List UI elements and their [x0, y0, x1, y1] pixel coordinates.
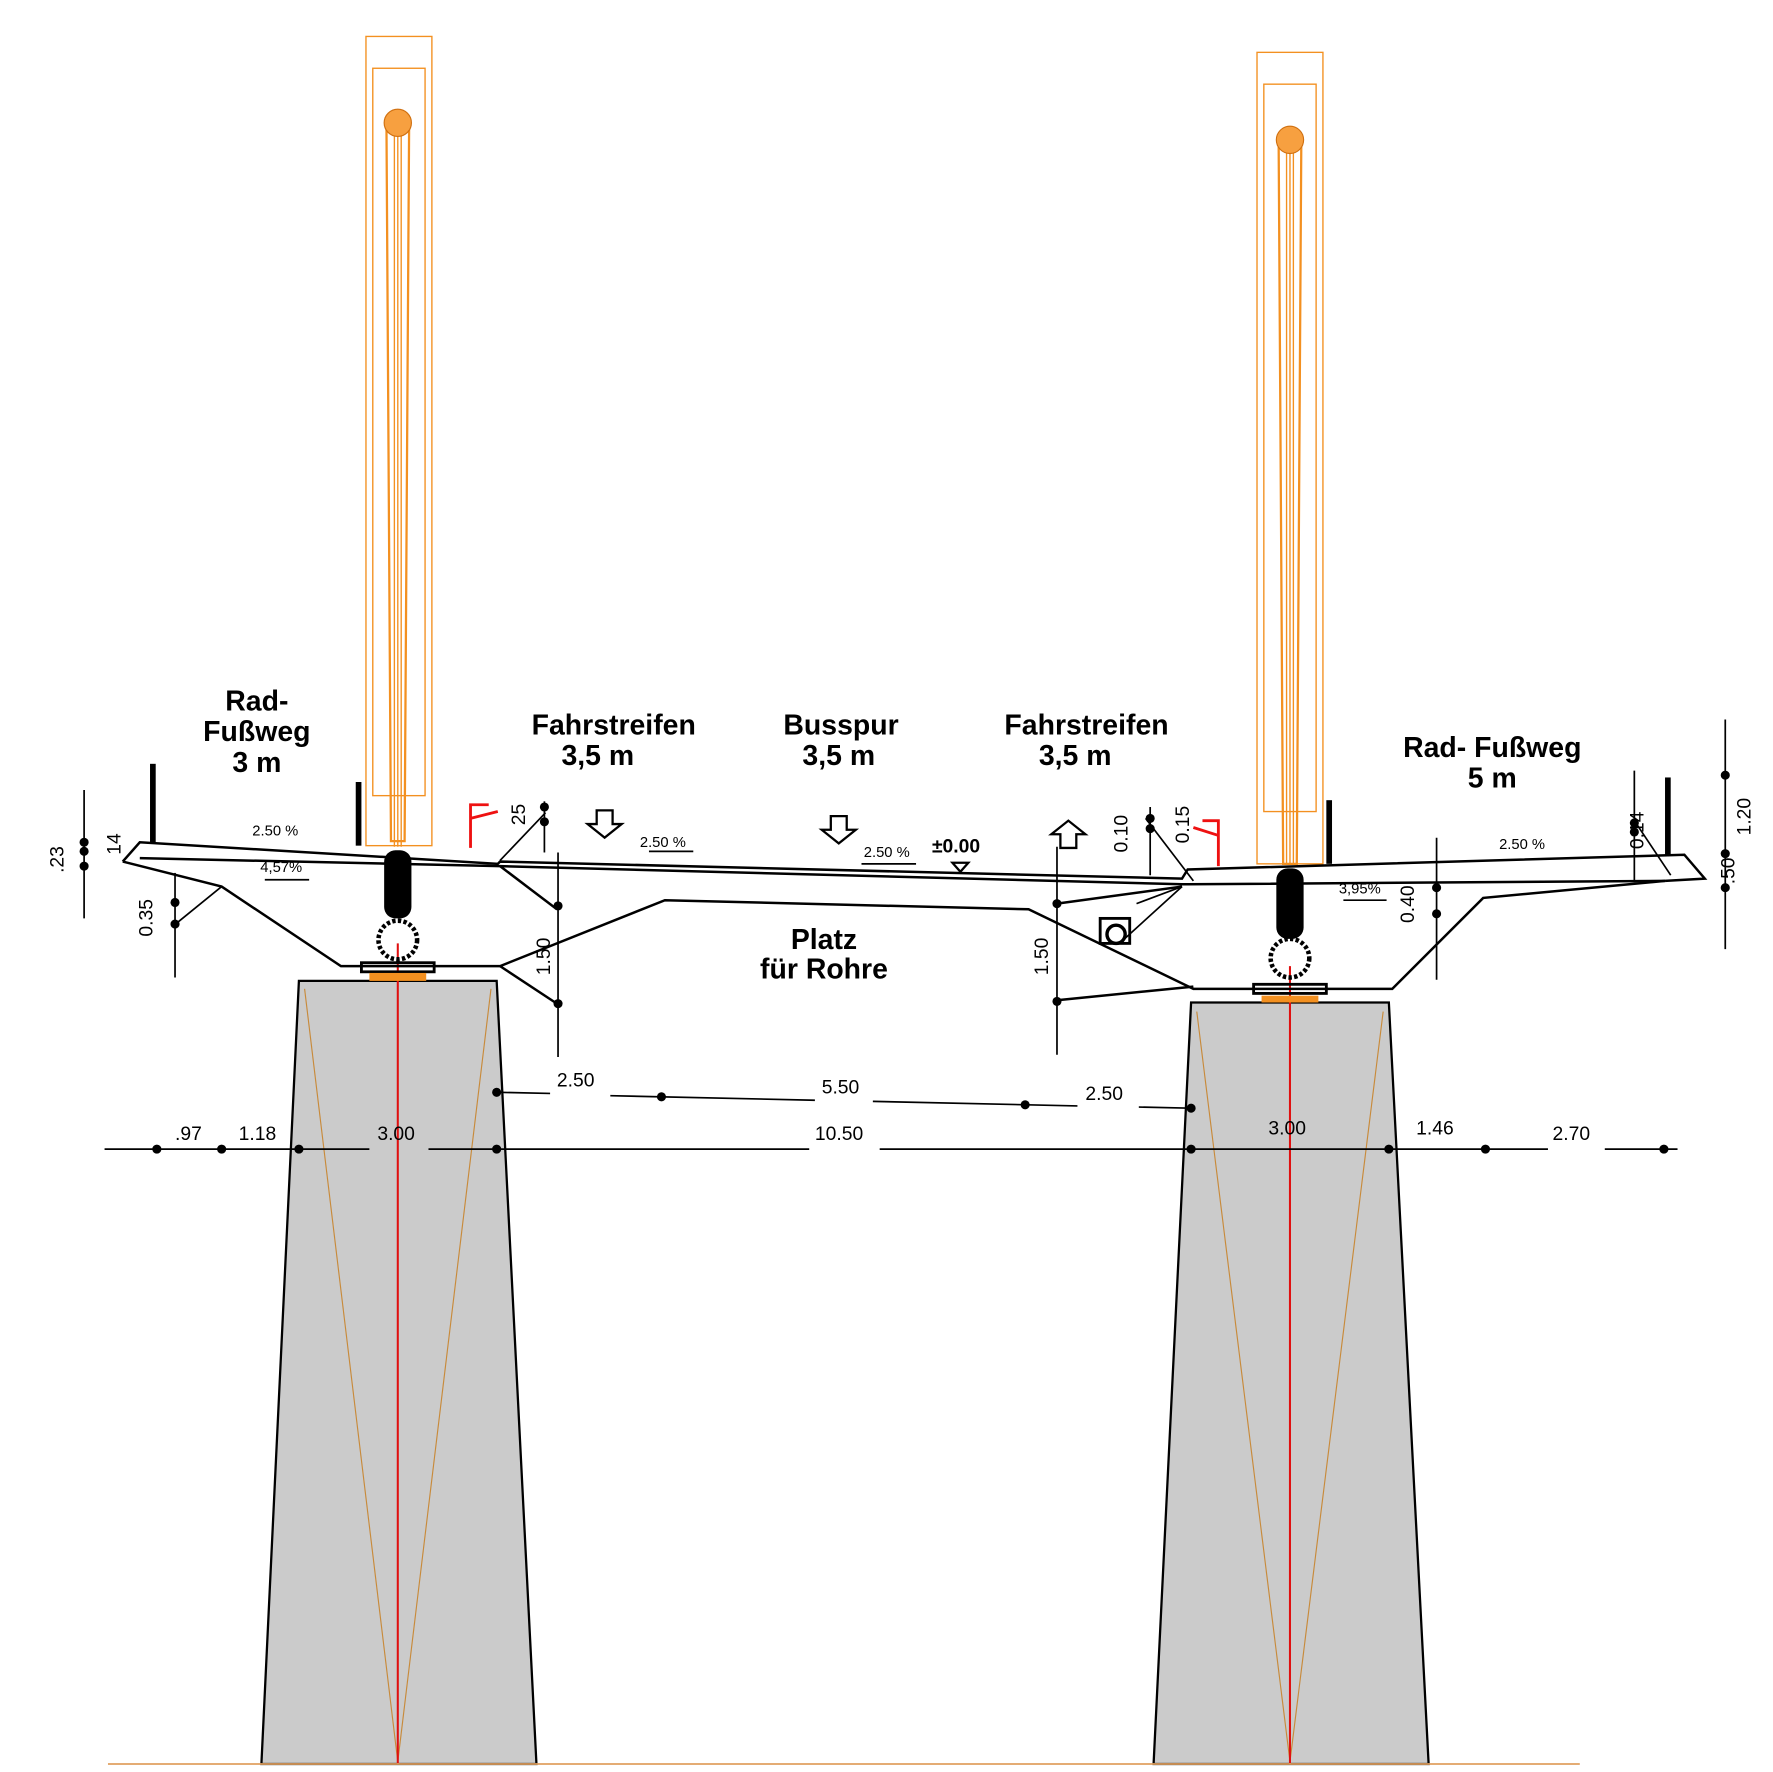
left-anchorage — [359, 850, 436, 981]
horizontal-dimensions-lower: .97 1.18 3.00 10.50 3.00 1.46 2.70 — [104, 1118, 1678, 1154]
svg-text:.23: .23 — [48, 846, 69, 873]
svg-text:0.14: 0.14 — [1627, 811, 1648, 849]
deck-outline — [121, 812, 1708, 1005]
slope-annotations: 2.50 % 4,57% 2.50 % 2.50 % 2.50 % 3,95% — [252, 823, 1545, 902]
arrow-up-icon — [1048, 819, 1089, 850]
svg-text:2.50 %: 2.50 % — [252, 823, 298, 839]
svg-text:2.50: 2.50 — [1085, 1084, 1123, 1105]
svg-text:14: 14 — [104, 833, 125, 855]
svg-text:0.40: 0.40 — [1398, 885, 1419, 923]
horizontal-dimensions-upper: 2.50 5.50 2.50 — [492, 1071, 1196, 1113]
arrow-down-icon — [584, 809, 625, 840]
right-pier — [1152, 966, 1430, 1766]
svg-text:5.50: 5.50 — [822, 1077, 860, 1098]
svg-text:1.20: 1.20 — [1734, 798, 1755, 836]
svg-text:4,57%: 4,57% — [260, 860, 302, 876]
svg-text:1.18: 1.18 — [239, 1124, 277, 1145]
svg-text:2.50 %: 2.50 % — [1499, 837, 1545, 853]
svg-text:2.50 %: 2.50 % — [640, 835, 686, 851]
svg-text:2.70: 2.70 — [1553, 1124, 1591, 1145]
svg-text:25: 25 — [509, 804, 530, 825]
level-marker: ±0.00 — [932, 836, 980, 857]
svg-text:1.50: 1.50 — [534, 938, 555, 976]
left-pier — [260, 943, 538, 1766]
svg-text:2.50: 2.50 — [557, 1071, 595, 1092]
svg-text:3.00: 3.00 — [1268, 1118, 1306, 1139]
arrow-down-icon — [818, 814, 860, 845]
railings — [150, 763, 1671, 946]
right-pylon — [1256, 51, 1324, 865]
svg-text:0.10: 0.10 — [1111, 815, 1132, 853]
svg-text:10.50: 10.50 — [815, 1124, 863, 1145]
vertical-dimensions: .23 14 0.35 25 1.50 1.50 0.10 0.15 0.14 … — [48, 719, 1755, 1058]
svg-text:0.35: 0.35 — [136, 899, 157, 937]
lane-direction-arrows — [584, 809, 1089, 874]
svg-text:.97: .97 — [175, 1124, 202, 1145]
svg-text:1.50: 1.50 — [1032, 938, 1053, 976]
svg-text:3.00: 3.00 — [377, 1124, 415, 1145]
svg-text:.50: .50 — [1718, 857, 1739, 884]
svg-text:1.46: 1.46 — [1416, 1118, 1454, 1139]
left-pylon — [365, 35, 433, 847]
svg-text:0.15: 0.15 — [1173, 806, 1194, 844]
svg-text:3,95%: 3,95% — [1339, 881, 1381, 897]
svg-text:2.50 %: 2.50 % — [864, 845, 910, 861]
